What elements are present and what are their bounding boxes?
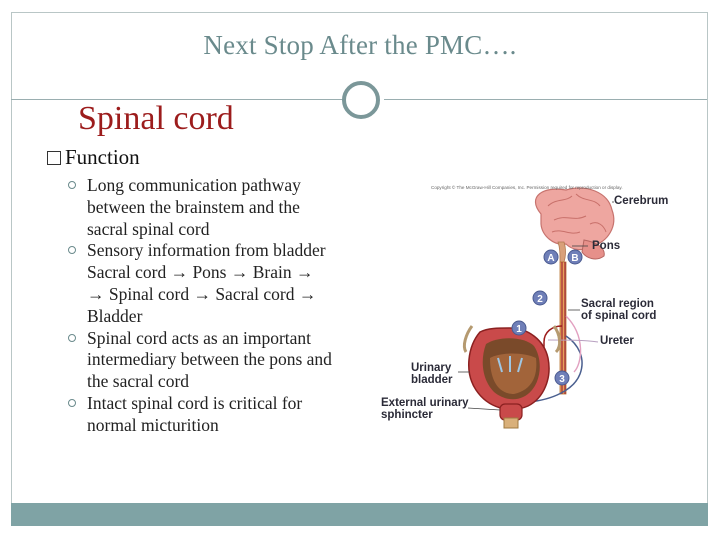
circle-bullet-icon bbox=[68, 333, 76, 342]
slide-title: Next Stop After the PMC…. bbox=[203, 30, 517, 60]
function-bullet-list: Long communication pathway between the b… bbox=[64, 175, 364, 437]
marker-2: 2 bbox=[537, 294, 543, 305]
circle-bullet-icon bbox=[68, 246, 76, 255]
urinary-bladder-illustration bbox=[462, 325, 562, 429]
title-divider-right bbox=[384, 99, 707, 100]
divider-ring-ornament bbox=[342, 81, 380, 119]
spinal-cord-shape bbox=[559, 261, 567, 395]
slide-subtitle: Spinal cord bbox=[78, 100, 234, 137]
bullet-text: Long communication pathway between the b… bbox=[87, 175, 301, 239]
brain-illustration bbox=[534, 187, 615, 263]
checkbox-bullet-icon bbox=[47, 151, 61, 165]
list-item: Intact spinal cord is critical for norma… bbox=[64, 393, 364, 437]
label-sacral-region: Sacral region of spinal cord bbox=[581, 298, 657, 322]
section-bullet-function: Function bbox=[47, 145, 140, 170]
footer-bar bbox=[11, 503, 708, 526]
marker-1: 1 bbox=[516, 324, 522, 335]
label-external-sphincter: External urinary sphincter bbox=[381, 397, 469, 421]
bullet-text: Sensory information from bladder Sacral … bbox=[87, 240, 326, 326]
bullet-text: Intact spinal cord is critical for norma… bbox=[87, 392, 303, 435]
anatomy-illustration: A B 2 1 3 bbox=[458, 187, 615, 429]
title-divider-left bbox=[11, 99, 344, 100]
list-item: Sensory information from bladder Sacral … bbox=[64, 240, 364, 327]
marker-3: 3 bbox=[559, 374, 565, 385]
micturition-pathway-figure: Copyright © The McGraw-Hill Companies, I… bbox=[376, 176, 676, 434]
pathway-markers: A B 2 1 3 bbox=[511, 249, 583, 386]
circle-bullet-icon bbox=[68, 398, 76, 407]
label-cerebrum: Cerebrum bbox=[614, 195, 669, 207]
label-ureter: Ureter bbox=[600, 335, 634, 347]
marker-a: A bbox=[547, 253, 554, 264]
label-urinary-bladder: Urinary bladder bbox=[411, 362, 453, 386]
list-item: Spinal cord acts as an important interme… bbox=[64, 328, 364, 393]
circle-bullet-icon bbox=[68, 181, 76, 189]
bullet-text: Spinal cord acts as an important interme… bbox=[87, 327, 332, 392]
figure-copyright: Copyright © The McGraw-Hill Companies, I… bbox=[431, 185, 623, 190]
label-pons: Pons bbox=[592, 240, 621, 252]
marker-b: B bbox=[571, 253, 578, 264]
section-label: Function bbox=[65, 145, 140, 169]
list-item: Long communication pathway between the b… bbox=[64, 175, 364, 240]
